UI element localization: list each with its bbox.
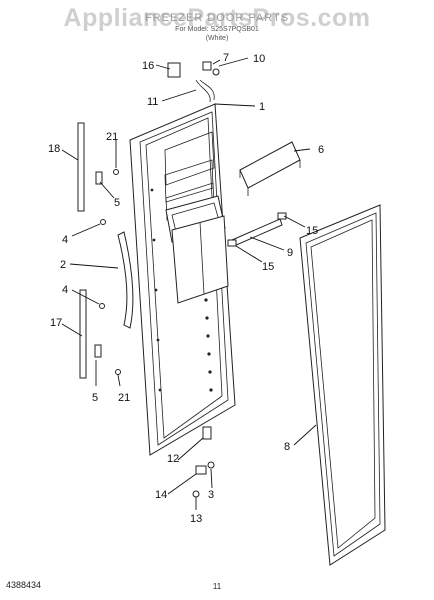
screw-lower-21: [115, 369, 121, 375]
bottom-bracket-part: [202, 426, 212, 440]
callout-4-upper: 4: [62, 234, 68, 246]
bottom-screw-3: [207, 461, 215, 469]
top-screw-part: [212, 68, 220, 76]
callout-9: 9: [287, 247, 293, 259]
callout-5-lower: 5: [92, 392, 98, 404]
screw-upper-21: [113, 169, 119, 175]
wire-harness-part: [195, 79, 215, 103]
door-gasket-part: [299, 204, 386, 566]
bottom-bushing-part: [195, 465, 207, 475]
bottom-screw-13: [192, 490, 200, 498]
callout-21-lower: 21: [118, 392, 130, 404]
callout-15-lower: 15: [262, 261, 274, 273]
trim-strip-part: [227, 212, 287, 247]
callout-4-lower: 4: [62, 284, 68, 296]
callout-21-upper: 21: [106, 131, 118, 143]
page-number: 11: [212, 582, 222, 591]
upper-trim-part: [77, 122, 85, 212]
callout-11: 11: [147, 96, 158, 108]
callout-1: 1: [259, 101, 265, 113]
clip-lower-part: [94, 344, 102, 358]
model-line: For Model: S25S7PQSB01: [175, 26, 259, 33]
callout-13: 13: [190, 513, 202, 525]
callout-6: 6: [318, 144, 324, 156]
callout-12: 12: [167, 453, 179, 465]
callout-7: 7: [223, 52, 229, 64]
shelf-bin-part: [239, 141, 301, 196]
lower-trim-part: [79, 289, 87, 379]
hinge-block-part: [167, 62, 181, 78]
callout-17: 17: [50, 317, 62, 329]
callout-labels: 1 2 3 4 4 5 5 6 7 8 9 10 11 12 13 14 15 …: [48, 52, 324, 525]
diagram-title: FREEZER DOOR PARTS: [144, 12, 290, 24]
callout-2: 2: [60, 259, 66, 271]
callout-18: 18: [48, 143, 60, 155]
callout-16: 16: [142, 60, 154, 72]
color-line: (White): [205, 35, 229, 42]
watermark: AppliancePartsPros.com: [63, 4, 371, 32]
callout-3: 3: [208, 489, 214, 501]
callout-15-upper: 15: [306, 225, 318, 237]
callout-14: 14: [155, 489, 167, 501]
door-frame-part: [129, 103, 236, 456]
callout-5-upper: 5: [114, 197, 120, 209]
bushing-part: [202, 61, 212, 71]
door-handle-part: [117, 231, 134, 329]
callout-10: 10: [253, 53, 265, 65]
callout-8: 8: [284, 441, 290, 453]
leader-lines: [61, 57, 317, 510]
screw-upper-4: [100, 219, 106, 225]
clip-upper-part: [95, 171, 103, 185]
part-number: 4388434: [6, 580, 42, 590]
screw-lower-4: [99, 303, 105, 309]
